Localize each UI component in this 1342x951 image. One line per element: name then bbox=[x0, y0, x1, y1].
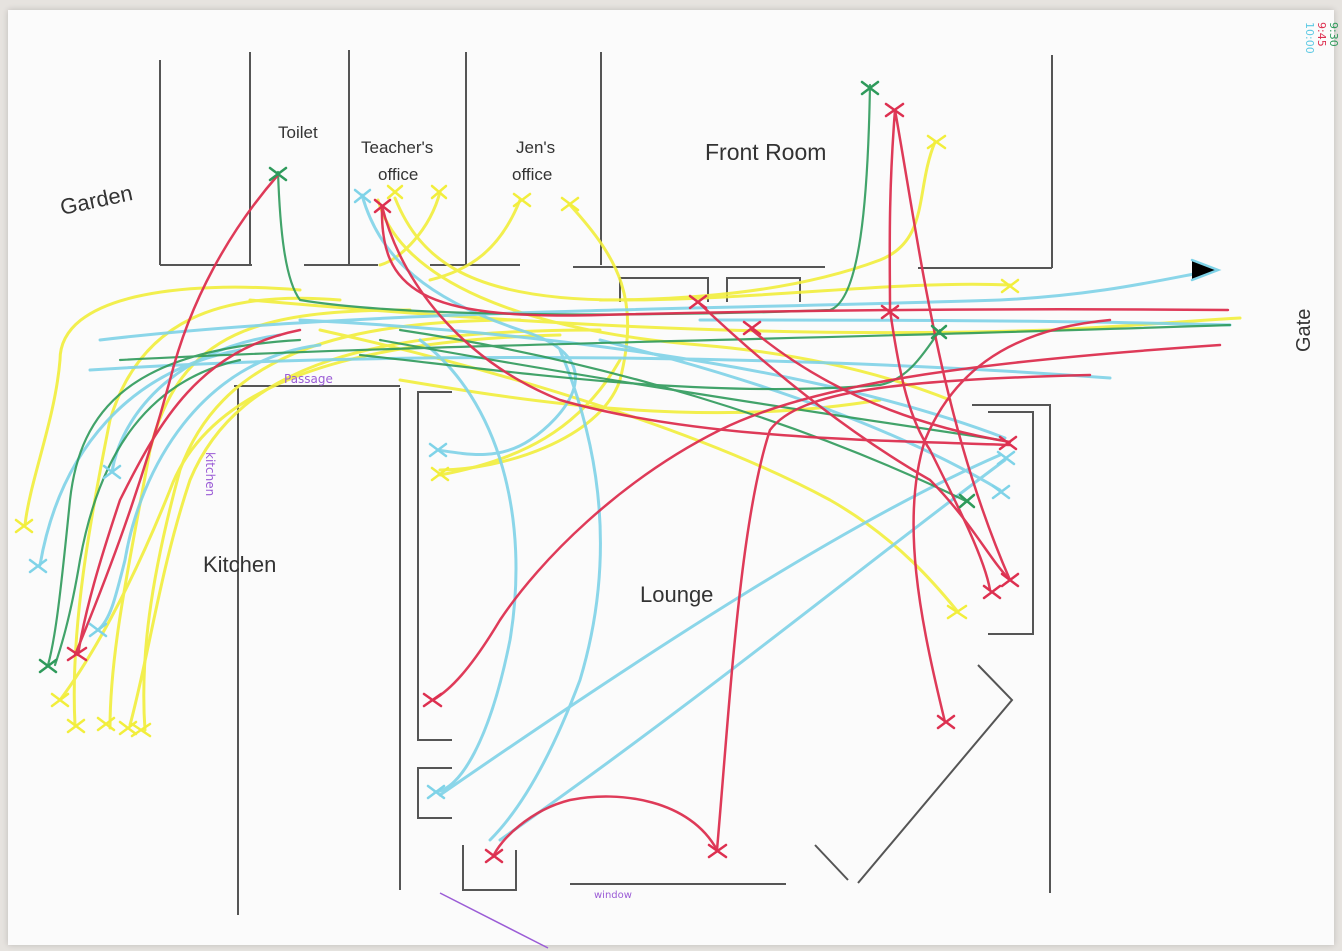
label-garden: Garden bbox=[58, 180, 135, 220]
legend-time-1: 9:30 bbox=[1327, 22, 1340, 47]
label-passage: Passage bbox=[284, 372, 333, 386]
label-toilet: Toilet bbox=[278, 123, 318, 142]
label-window: window bbox=[594, 890, 632, 901]
path-endpoint-marks bbox=[14, 80, 1222, 864]
label-teachers-office-1: Teacher's bbox=[361, 138, 433, 157]
label-kitchen-vertical: kitchen bbox=[203, 452, 217, 496]
label-jens-office-1: Jen's bbox=[516, 138, 555, 157]
label-front-room: Front Room bbox=[705, 139, 826, 165]
label-lounge: Lounge bbox=[640, 582, 713, 607]
walls bbox=[159, 50, 1053, 915]
legend-time-2: 9:45 bbox=[1315, 22, 1328, 47]
label-gate: Gate bbox=[1293, 309, 1315, 352]
label-teachers-office-2: office bbox=[378, 165, 418, 184]
paths-cyan bbox=[38, 193, 1232, 842]
paths-yellow bbox=[23, 140, 1242, 732]
paths-green bbox=[46, 83, 1232, 667]
legend-time-3: 10:00 bbox=[1303, 22, 1316, 54]
room-labels: Garden Toilet Teacher's office Jen's off… bbox=[58, 123, 1315, 901]
time-legend: 9:30 9:45 10:00 bbox=[1303, 22, 1340, 54]
paths-red bbox=[73, 108, 1230, 859]
label-kitchen: Kitchen bbox=[203, 552, 276, 577]
purple-lines bbox=[439, 892, 549, 949]
label-jens-office-2: office bbox=[512, 165, 552, 184]
paper-sheet bbox=[8, 10, 1334, 945]
